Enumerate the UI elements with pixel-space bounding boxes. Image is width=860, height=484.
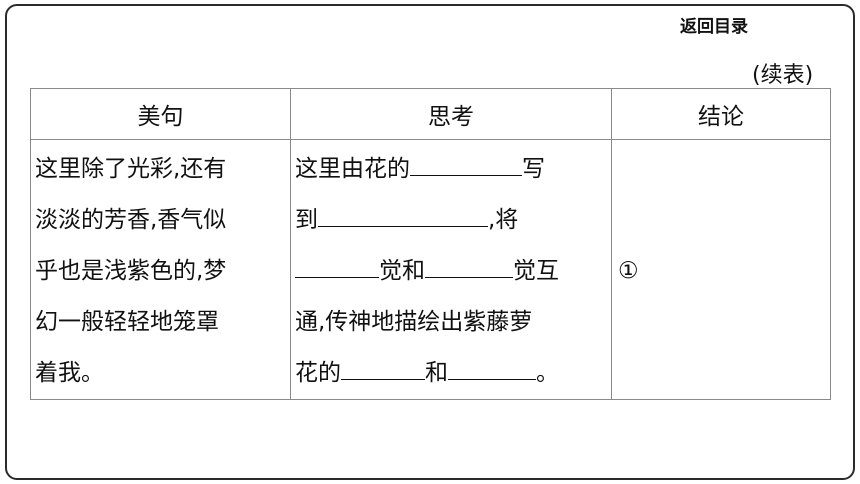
thinking-text: 觉和 — [379, 258, 425, 284]
fill-blank-4[interactable] — [425, 247, 513, 278]
sentence-line: 乎也是浅紫色的,梦 — [35, 258, 227, 284]
thinking-line-4: 通,传神地描绘出紫藤萝 — [295, 309, 533, 335]
thinking-line-1: 这里由花的 写 — [295, 144, 607, 195]
sentence-line: 幻一般轻轻地笼罩 — [35, 309, 219, 335]
sentence-line: 着我。 — [35, 360, 104, 386]
thinking-line-5: 花的 和 。 — [295, 348, 607, 399]
header-thinking: 思考 — [290, 88, 612, 140]
thinking-text: 和 — [425, 360, 448, 386]
header-conclusion: 结论 — [611, 88, 831, 140]
thinking-text: 到 — [295, 207, 318, 233]
thinking-line-2: 到 ,将 — [295, 195, 607, 246]
continued-label: (续表) — [752, 63, 814, 88]
fill-blank-5[interactable] — [341, 349, 425, 380]
thinking-line-3: 觉和 觉互 — [295, 246, 607, 297]
sentence-line: 这里除了光彩,还有 — [35, 156, 227, 182]
header-sentence: 美句 — [30, 88, 291, 140]
fill-blank-3[interactable] — [295, 247, 379, 278]
thinking-text: 觉互 — [513, 258, 559, 284]
table-header-row: 美句 思考 结论 — [30, 88, 831, 140]
sentence-cell: 这里除了光彩,还有 淡淡的芳香,香气似 乎也是浅紫色的,梦 幻一般轻轻地笼罩 着… — [30, 139, 291, 400]
thinking-text: 。 — [536, 360, 559, 386]
thinking-text: 花的 — [295, 360, 341, 386]
table-row: 这里除了光彩,还有 淡淡的芳香,香气似 乎也是浅紫色的,梦 幻一般轻轻地笼罩 着… — [30, 139, 831, 400]
analysis-table: 美句 思考 结论 这里除了光彩,还有 淡淡的芳香,香气似 乎也是浅紫色的,梦 幻… — [30, 88, 831, 400]
thinking-text: 写 — [522, 156, 545, 182]
back-to-contents-link[interactable]: 返回目录 — [680, 17, 748, 37]
fill-blank-1[interactable] — [410, 145, 522, 176]
thinking-text: ,将 — [488, 207, 519, 233]
thinking-text: 这里由花的 — [295, 156, 410, 182]
thinking-cell: 这里由花的 写 到 ,将 觉和 觉互 通,传神地描绘出紫藤萝 花的 和 。 — [290, 139, 612, 400]
conclusion-marker: ① — [618, 258, 639, 284]
sentence-line: 淡淡的芳香,香气似 — [35, 207, 227, 233]
fill-blank-2[interactable] — [318, 196, 488, 227]
fill-blank-6[interactable] — [448, 349, 536, 380]
conclusion-cell: ① — [611, 139, 831, 400]
